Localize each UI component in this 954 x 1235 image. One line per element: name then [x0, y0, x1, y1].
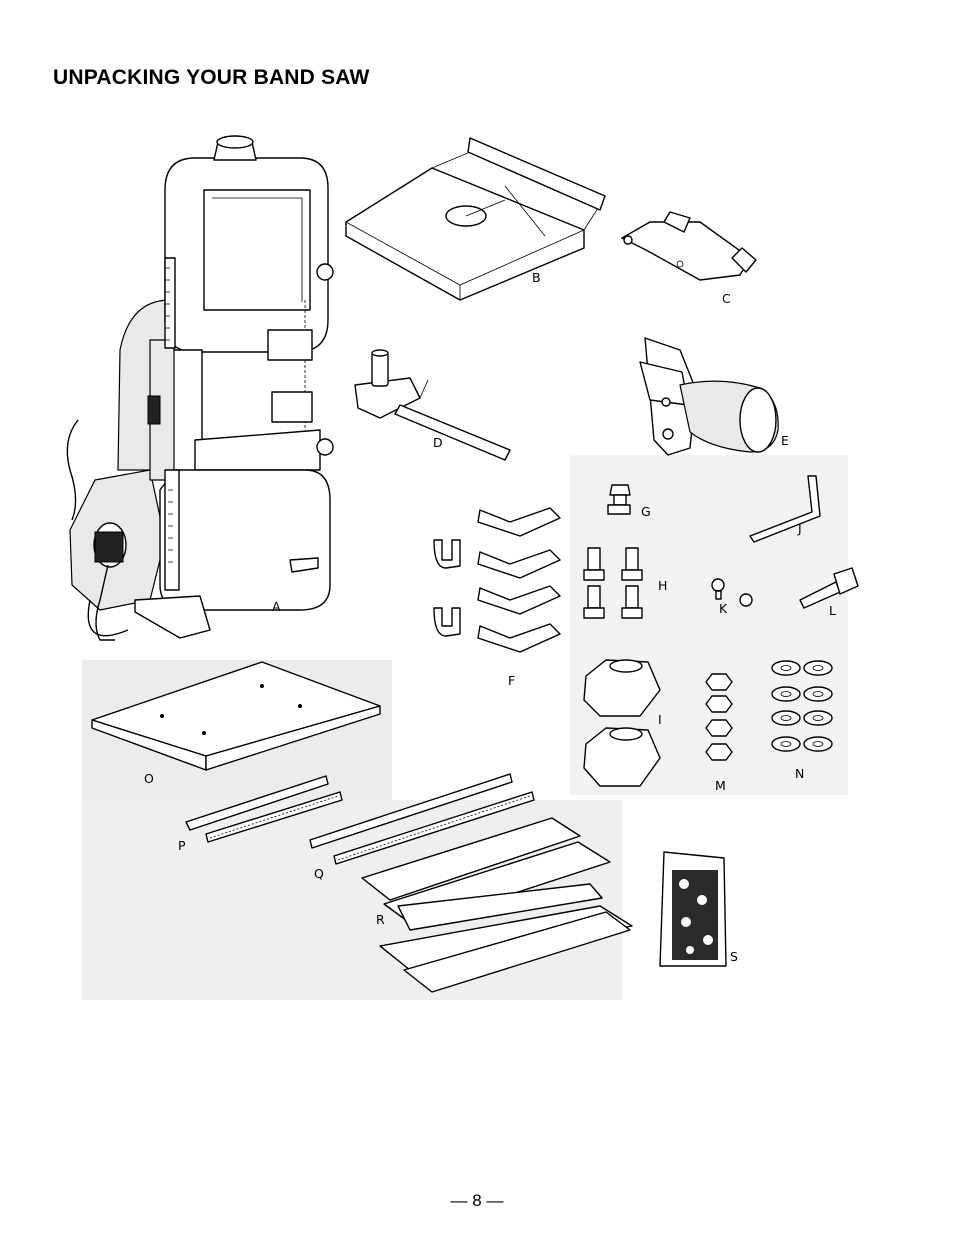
- hex-key-drawing: [749, 475, 821, 543]
- base-plate-drawing: [91, 661, 381, 771]
- screws-drawing: [711, 578, 753, 607]
- page-number: — 8 —: [450, 1191, 504, 1210]
- part-label-f: F: [508, 673, 516, 688]
- table-drawing: [345, 137, 606, 301]
- guard-bracket-drawing: [621, 211, 757, 281]
- part-label-m: M: [715, 778, 726, 793]
- part-label-s: S: [730, 949, 738, 964]
- part-label-h: H: [658, 578, 668, 593]
- long-rails-drawing: [309, 773, 535, 865]
- part-label-k: K: [719, 601, 728, 616]
- dust-chute-drawing: [639, 337, 779, 456]
- washers-drawing: [771, 660, 833, 752]
- long-bolt-drawing: [799, 567, 859, 609]
- carriage-bolts-drawing: [583, 547, 643, 619]
- short-rails-drawing: [185, 775, 343, 843]
- leg-braces-drawing: [361, 817, 633, 993]
- part-label-b: B: [532, 270, 541, 285]
- part-label-q: Q: [314, 866, 324, 881]
- part-label-r: R: [376, 912, 385, 927]
- part-label-a: A: [272, 599, 281, 614]
- part-label-i: I: [658, 712, 662, 727]
- lock-knobs-drawing: [583, 659, 661, 787]
- miter-gauge-drawing: [354, 349, 511, 461]
- part-label-o: O: [144, 771, 154, 786]
- page-title: UNPACKING YOUR BAND SAW: [53, 66, 370, 89]
- part-label-g: G: [641, 504, 651, 519]
- part-label-n: N: [795, 766, 805, 781]
- hex-bolt-drawing: [607, 484, 631, 515]
- part-label-j: J: [798, 521, 802, 536]
- part-label-p: P: [178, 838, 186, 853]
- hardware-bag-drawing: [659, 851, 727, 967]
- blade-guides-drawing: [433, 507, 561, 653]
- hex-nuts-drawing: [705, 673, 733, 761]
- part-label-d: D: [433, 435, 443, 450]
- band-saw-drawing: [66, 135, 334, 641]
- part-label-e: E: [781, 433, 789, 448]
- part-label-l: L: [829, 603, 836, 618]
- part-label-c: C: [722, 291, 731, 306]
